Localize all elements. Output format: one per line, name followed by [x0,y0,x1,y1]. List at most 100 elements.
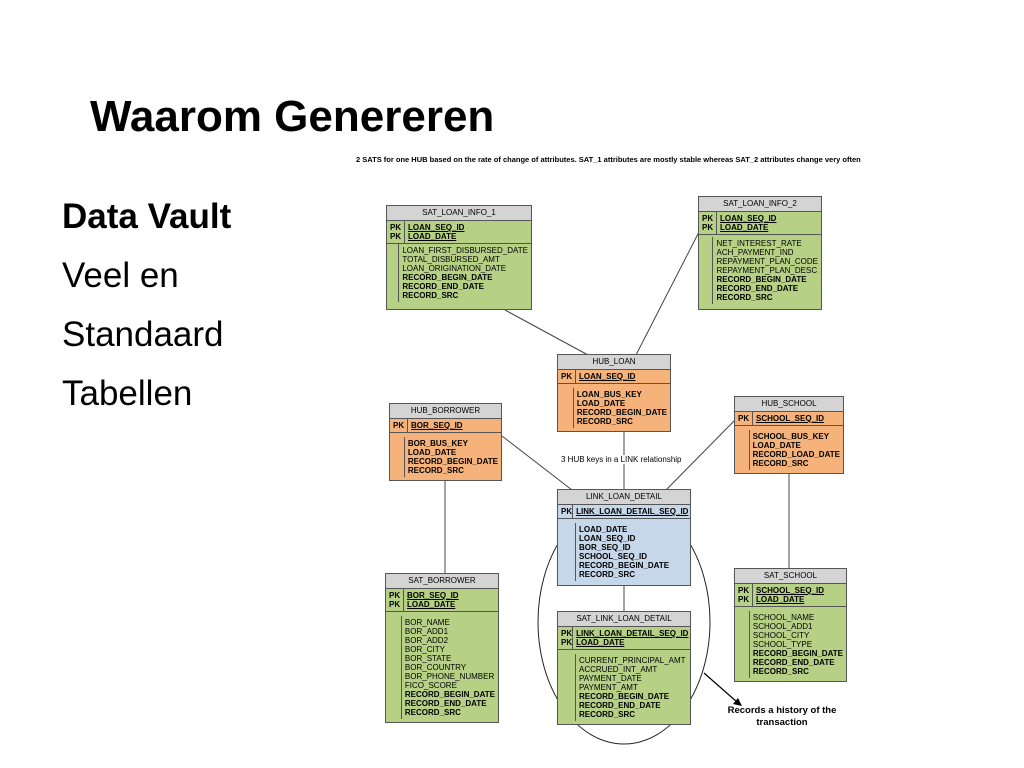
pk-label: PK [738,586,750,595]
key-markers: PK [735,412,753,425]
history-note: Records a history of the transaction [727,705,837,728]
attribute-field: BOR_PHONE_NUMBER [404,672,495,681]
link-note: 3 HUB keys in a LINK relationship [561,455,682,464]
attribute-field: BOR_CITY [404,645,445,654]
attribute-field: RECORD_BEGIN_DATE [402,273,493,282]
attribute-field: RECORD_END_DATE [402,282,484,291]
key-fields: BOR_SEQ_ID [408,419,466,432]
key-field: SCHOOL_SEQ_ID [756,586,825,595]
attribute-section: SCHOOL_BUS_KEY LOAD_DATE RECORD_LOAD_DAT… [735,426,843,470]
attribute-section: LOAN_FIRST_DISBURSED_DATE TOTAL_DISBURSE… [387,244,531,302]
attribute-field: LOAD_DATE [407,448,457,457]
attribute-field: RECORD_BEGIN_DATE [579,561,670,570]
attribute-field: RECORD_SRC [576,417,633,426]
attribute-field: RECORD_END_DATE [579,701,661,710]
pk-label: PK [393,421,405,430]
attribute-field: RECORD_BEGIN_DATE [752,649,843,658]
attribute-fields: LOAN_BUS_KEY LOAD_DATE RECORD_BEGIN_DATE… [574,388,670,428]
attribute-field: TOTAL_DISBURSED_AMT [402,255,500,264]
attribute-field: RECORD_SRC [402,291,459,300]
table-link-loan-detail: LINK_LOAN_DETAIL PK LINK_LOAN_DETAIL_SEQ… [557,489,691,586]
attribute-field: RECORD_LOAD_DATE [752,450,840,459]
table-header: LINK_LOAN_DETAIL [558,490,690,505]
attribute-section: LOAD_DATE LOAN_SEQ_ID BOR_SEQ_ID SCHOOL_… [558,519,690,581]
attribute-field: SCHOOL_CITY [752,631,810,640]
attribute-field: LOAN_SEQ_ID [579,534,636,543]
attribute-field: PAYMENT_AMT [579,683,638,692]
key-markers: PK [558,505,574,518]
pk-label: PK [561,638,573,647]
key-fields: LOAN_SEQ_ID [576,370,638,383]
pk-label: PK [738,414,750,423]
pk-label: PK [389,591,401,600]
key-section: PK SCHOOL_SEQ_ID [735,412,843,426]
attribute-field: BOR_NAME [404,618,450,627]
attribute-fields: LOAD_DATE LOAN_SEQ_ID BOR_SEQ_ID SCHOOL_… [576,523,672,581]
attribute-fields: BOR_BUS_KEY LOAD_DATE RECORD_BEGIN_DATE … [405,437,501,477]
attribute-field: BOR_ADD2 [404,636,449,645]
attribute-field: RECORD_END_DATE [716,284,799,293]
key-section: PK LINK_LOAN_DETAIL_SEQ_ID [558,505,690,519]
slide-title: Waarom Genereren [90,92,495,141]
attribute-field: SCHOOL_ADD1 [752,622,813,631]
bullet-item: Standaard [62,315,224,354]
key-markers: PK [558,370,576,383]
key-field: BOR_SEQ_ID [411,421,463,430]
attribute-field: BOR_SEQ_ID [579,543,631,552]
attribute-section: BOR_NAME BOR_ADD1 BOR_ADD2 BOR_CITY BOR_… [386,612,498,719]
table-header: SAT_BORROWER [386,574,498,589]
key-field: LOAN_SEQ_ID [579,372,636,381]
table-hub-school: HUB_SCHOOL PK SCHOOL_SEQ_ID SCHOOL_BUS_K… [734,396,844,474]
table-header: SAT_LOAN_INFO_2 [699,197,821,212]
attribute-field: PAYMENT_DATE [579,674,642,683]
attribute-field: RECORD_SRC [579,710,636,719]
table-header: SAT_LINK_LOAN_DETAIL [558,612,690,627]
attribute-field: RECORD_SRC [716,293,773,302]
attribute-field: LOAN_BUS_KEY [576,390,642,399]
attribute-field: RECORD_SRC [407,466,464,475]
key-field: LOAD_DATE [407,600,456,609]
key-field: LOAD_DATE [576,638,625,647]
attribute-field: LOAN_ORIGINATION_DATE [402,264,507,273]
attribute-field: SCHOOL_NAME [752,613,815,622]
key-field: LOAN_SEQ_ID [720,214,777,223]
table-header: HUB_LOAN [558,355,670,370]
pk-label: PK [561,629,573,638]
connector-sat1-hub-loan [504,309,589,356]
key-section: PK LOAN_SEQ_ID [558,370,670,384]
attribute-field: RECORD_SRC [752,459,809,468]
key-field: LOAN_SEQ_ID [408,223,465,232]
table-header: HUB_BORROWER [390,404,501,419]
key-fields: SCHOOL_SEQ_ID [753,412,827,425]
attribute-field: RECORD_BEGIN_DATE [716,275,807,284]
attribute-field: RECORD_END_DATE [752,658,835,667]
bullet-item: Veel en [62,256,179,295]
attribute-fields: LOAN_FIRST_DISBURSED_DATE TOTAL_DISBURSE… [399,244,531,302]
attribute-field: BOR_ADD1 [404,627,449,636]
attribute-section: LOAN_BUS_KEY LOAD_DATE RECORD_BEGIN_DATE… [558,384,670,428]
attribute-field: RECORD_END_DATE [404,699,487,708]
attribute-field: RECORD_BEGIN_DATE [576,408,667,417]
pk-label: PK [561,372,573,381]
bullet-list: Data Vault Veel en Standaard Tabellen [62,196,231,432]
attribute-fields: BOR_NAME BOR_ADD1 BOR_ADD2 BOR_CITY BOR_… [402,616,498,719]
key-field: LOAD_DATE [408,232,457,241]
attribute-field: BOR_COUNTRY [404,663,467,672]
attribute-field: SCHOOL_BUS_KEY [752,432,830,441]
connector-hub-borrower-link [501,435,573,491]
pk-label: PK [561,507,573,516]
attribute-fields: SCHOOL_BUS_KEY LOAD_DATE RECORD_LOAD_DAT… [750,430,843,470]
table-header: HUB_SCHOOL [735,397,843,412]
attribute-field: REPAYMENT_PLAN_CODE [716,257,818,266]
